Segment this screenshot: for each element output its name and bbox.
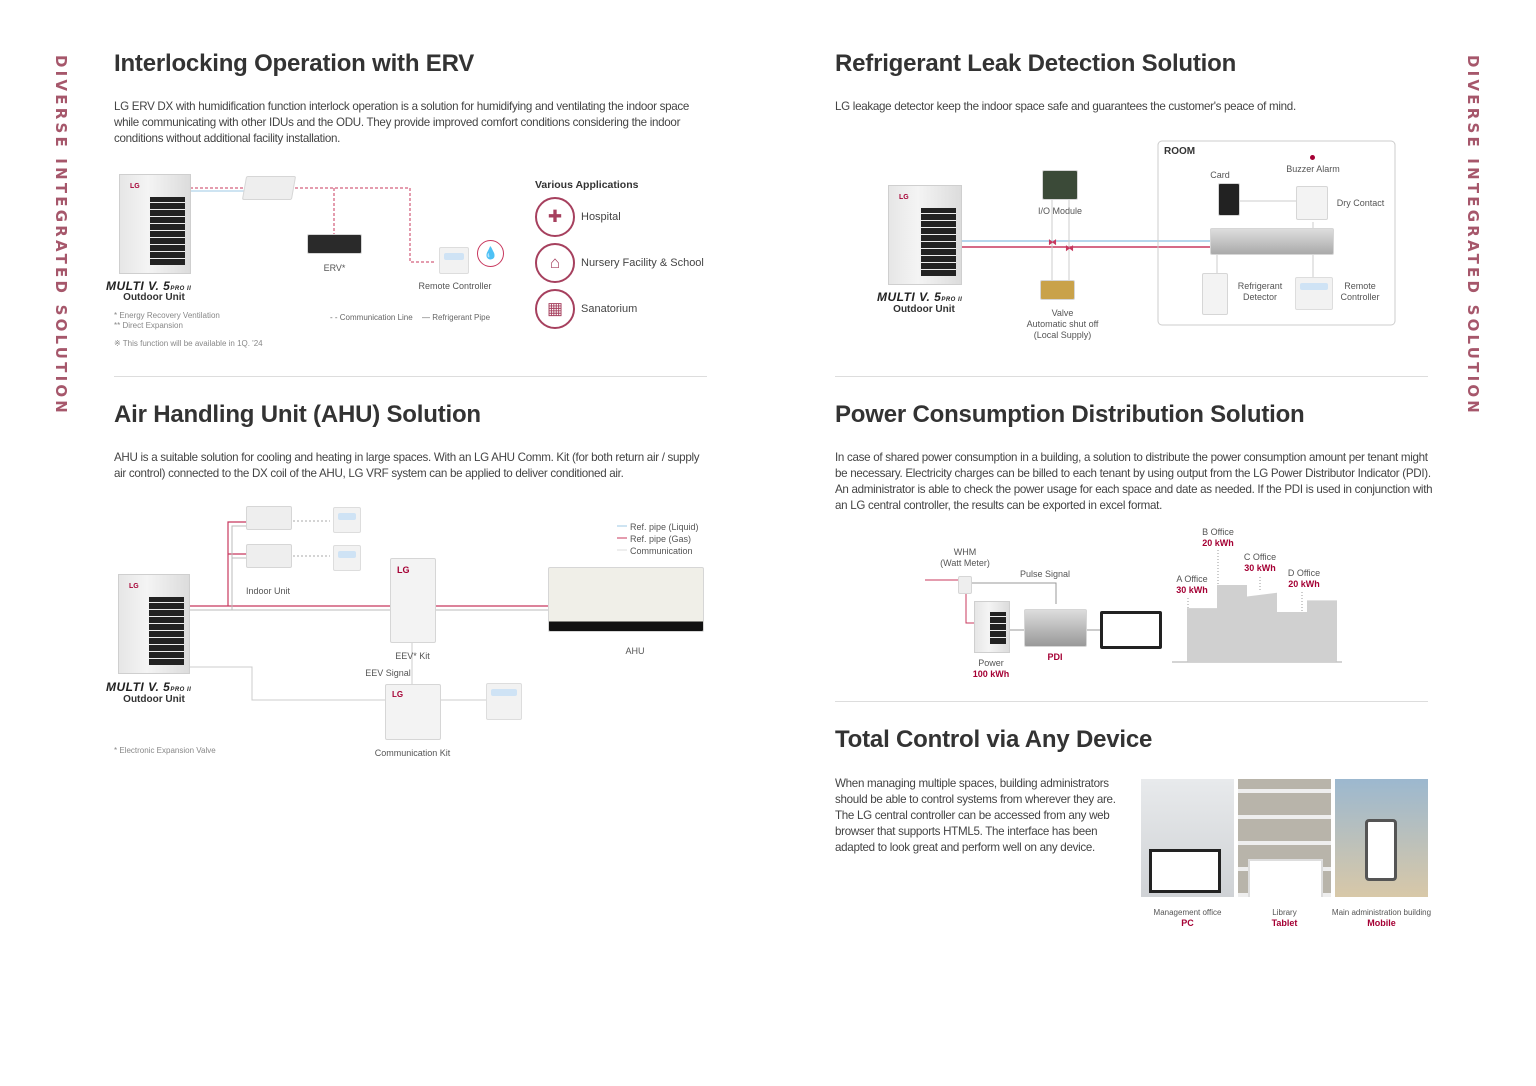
indoor-unit-image (246, 506, 292, 530)
refrigerant-detector-image (1202, 273, 1228, 315)
humidity-icon: 💧 (477, 240, 504, 267)
leak-brand-logo: MULTI V. 5PRO II (877, 290, 963, 304)
erv-brand-logo: MULTI V. 5PRO II (106, 279, 192, 293)
eev-kit-image: LG (390, 558, 436, 643)
pdi-label: PDI (1047, 652, 1063, 662)
pc-photo (1141, 779, 1234, 897)
leak-body: LG leakage detector keep the indoor spac… (835, 100, 1296, 113)
valve-icon: ⧓ (1065, 243, 1074, 253)
hospital-icon: ✚ (535, 197, 575, 237)
device-title: Total Control via Any Device (835, 726, 1153, 753)
remote-image (333, 507, 361, 533)
app-hospital: ✚Hospital (535, 197, 621, 237)
buzzer-label: Buzzer Alarm (1286, 164, 1340, 174)
valve-icon: ⧓ (1048, 237, 1057, 247)
legend-pipe: — Refrigerant Pipe (422, 313, 491, 322)
ahu-body: AHU is a suitable solution for cooling a… (114, 451, 700, 480)
valve-image (1040, 280, 1075, 300)
buzzer-icon (1310, 155, 1315, 160)
watt-meter-image (958, 576, 972, 594)
divider (835, 701, 1428, 702)
remote-image (333, 545, 361, 571)
ahu-footnote: * Electronic Expansion Valve (114, 746, 216, 755)
io-module-image (1042, 170, 1078, 200)
leak-title: Refrigerant Leak Detection Solution (835, 50, 1237, 77)
pdi-image (1024, 609, 1087, 647)
erv-remote-label: Remote Controller (418, 281, 492, 291)
mobile-photo (1335, 779, 1428, 897)
ahu-label: AHU (625, 646, 645, 656)
leak-odu-label: Outdoor Unit (893, 304, 955, 315)
indoor-label: Indoor Unit (245, 586, 291, 596)
io-label: I/O Module (1037, 206, 1083, 216)
apps-title: Various Applications (535, 179, 639, 191)
erv-remote-image (439, 247, 469, 274)
divider (835, 376, 1428, 377)
ahu-outdoor-unit-image: LG (118, 574, 190, 674)
side-label-right: DIVERSE INTEGRATED SOLUTION (1464, 55, 1482, 417)
side-label-left: DIVERSE INTEGRATED SOLUTION (52, 55, 70, 417)
comm-kit-image: LG (385, 684, 441, 740)
erv-unit-image (307, 234, 362, 254)
divider (114, 376, 707, 377)
app-sanatorium: ▦Sanatorium (535, 289, 637, 329)
card-reader-image (1218, 183, 1240, 216)
device-body: When managing multiple spaces, building … (835, 777, 1116, 854)
pulse-label: Pulse Signal (1019, 569, 1071, 579)
ahu-legend: Ref. pipe (Liquid)Ref. pipe (Gas)Communi… (630, 522, 699, 556)
erv-footnotes: * Energy Recovery Ventilation** Direct E… (114, 311, 263, 348)
whm-label: WHM(Watt Meter) (940, 547, 990, 568)
school-icon: ⌂ (535, 243, 575, 283)
tablet-photo (1238, 779, 1331, 897)
leak-remote-image (1295, 277, 1333, 310)
dry-contact-image (1296, 186, 1328, 220)
power-title: Power Consumption Distribution Solution (835, 401, 1305, 428)
leak-outdoor-unit-image: LG (888, 185, 962, 285)
eev-signal-label: EEV Signal (365, 668, 411, 678)
erv-body: LG ERV DX with humidification function i… (114, 100, 690, 145)
comm-kit-label: Communication Kit (374, 748, 451, 758)
duct-unit-image (1210, 228, 1334, 255)
app-school: ⌂Nursery Facility & School (535, 243, 704, 283)
cassette-image (241, 176, 297, 200)
erv-title: Interlocking Operation with ERV (114, 50, 475, 77)
ahu-title: Air Handling Unit (AHU) Solution (114, 401, 481, 428)
dry-contact-label: Dry Contact (1336, 198, 1385, 208)
comm-remote-image (486, 683, 522, 720)
sanatorium-icon: ▦ (535, 289, 575, 329)
erv-odu-label: Outdoor Unit (123, 292, 185, 303)
eev-kit-label: EEV* Kit (395, 651, 430, 661)
ahu-brand-logo: MULTI V. 5PRO II (106, 680, 192, 694)
indoor-unit-image (246, 544, 292, 568)
room-label: ROOM (1164, 146, 1196, 157)
erv-label: ERV* (323, 263, 346, 273)
power-odu-image (974, 601, 1010, 653)
monitor-image (1100, 611, 1162, 649)
card-label: Card (1210, 170, 1230, 180)
power-body: In case of shared power consumption in a… (835, 451, 1433, 512)
ahu-image (548, 567, 704, 632)
erv-outdoor-unit-image: LG (119, 174, 191, 274)
ahu-odu-label: Outdoor Unit (123, 694, 185, 705)
legend-comm: - - Communication Line (330, 313, 413, 322)
